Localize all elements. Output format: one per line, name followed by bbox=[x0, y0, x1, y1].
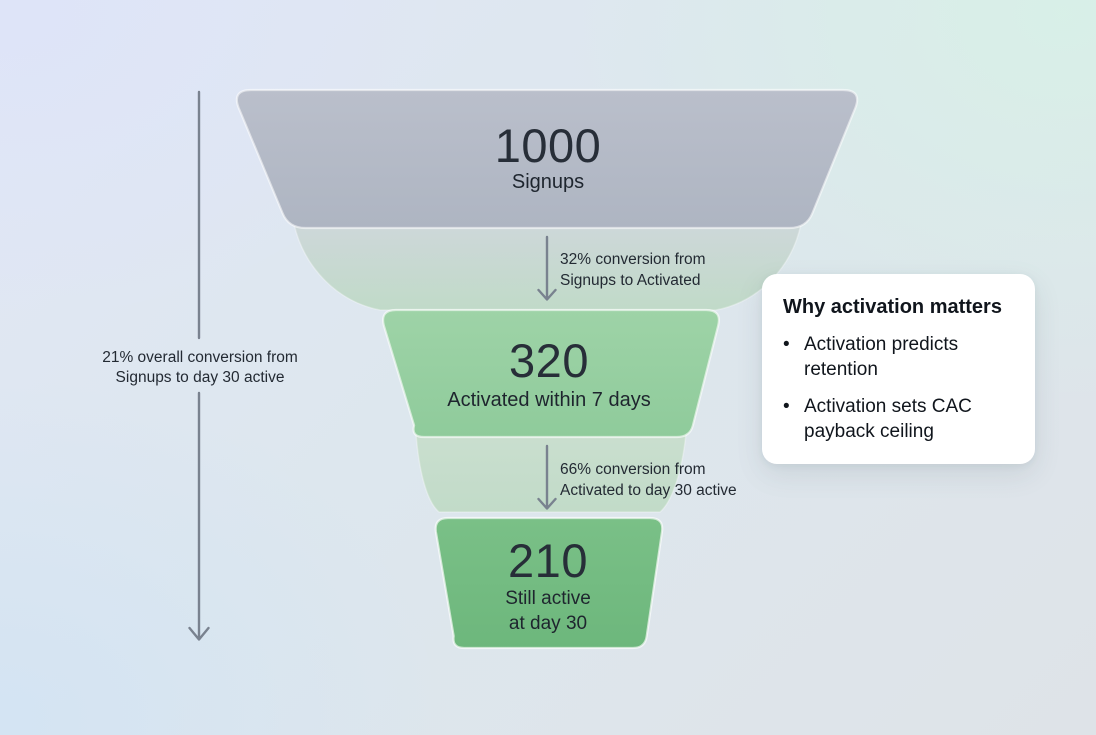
stage2-label: Activated within 7 days bbox=[447, 389, 651, 411]
bullet-icon: • bbox=[783, 334, 790, 355]
bullet-text: Activation predicts retention bbox=[804, 334, 959, 380]
arrow-overall-conversion-icon bbox=[188, 90, 210, 641]
stage1-label: Signups bbox=[511, 171, 585, 193]
card-title: Why activation matters bbox=[783, 296, 1002, 318]
funnel-stage-3-shape bbox=[434, 516, 664, 650]
card-bullet-list: • Activation predicts retention • Activa… bbox=[783, 332, 1015, 444]
bullet-icon: • bbox=[783, 396, 790, 417]
list-item: • Activation predicts retention bbox=[783, 332, 1015, 382]
overall-conversion-label: 21% overall conversion from Signups to d… bbox=[102, 349, 298, 386]
list-item: • Activation sets CAC payback ceiling bbox=[783, 394, 1015, 444]
bullet-text: Activation sets CAC payback ceiling bbox=[804, 396, 972, 442]
stage3-label: Still active at day 30 bbox=[505, 588, 591, 634]
arrow-stage1-to-stage2-icon bbox=[537, 235, 557, 301]
stage2-value: 320 bbox=[509, 334, 589, 387]
why-activation-matters-card: Why activation matters • Activation pred… bbox=[762, 274, 1035, 464]
arrow-stage2-to-stage3-icon bbox=[537, 444, 557, 510]
stage3-value: 210 bbox=[508, 534, 588, 587]
funnel-stage-1-shape bbox=[235, 88, 859, 230]
transition2-label: 66% conversion from Activated to day 30 … bbox=[560, 461, 737, 499]
stage1-value: 1000 bbox=[494, 119, 602, 172]
funnel-neck-2-shape bbox=[415, 433, 687, 513]
funnel-stage-2-shape bbox=[382, 308, 720, 439]
transition1-label: 32% conversion from Signups to Activated bbox=[560, 251, 706, 289]
